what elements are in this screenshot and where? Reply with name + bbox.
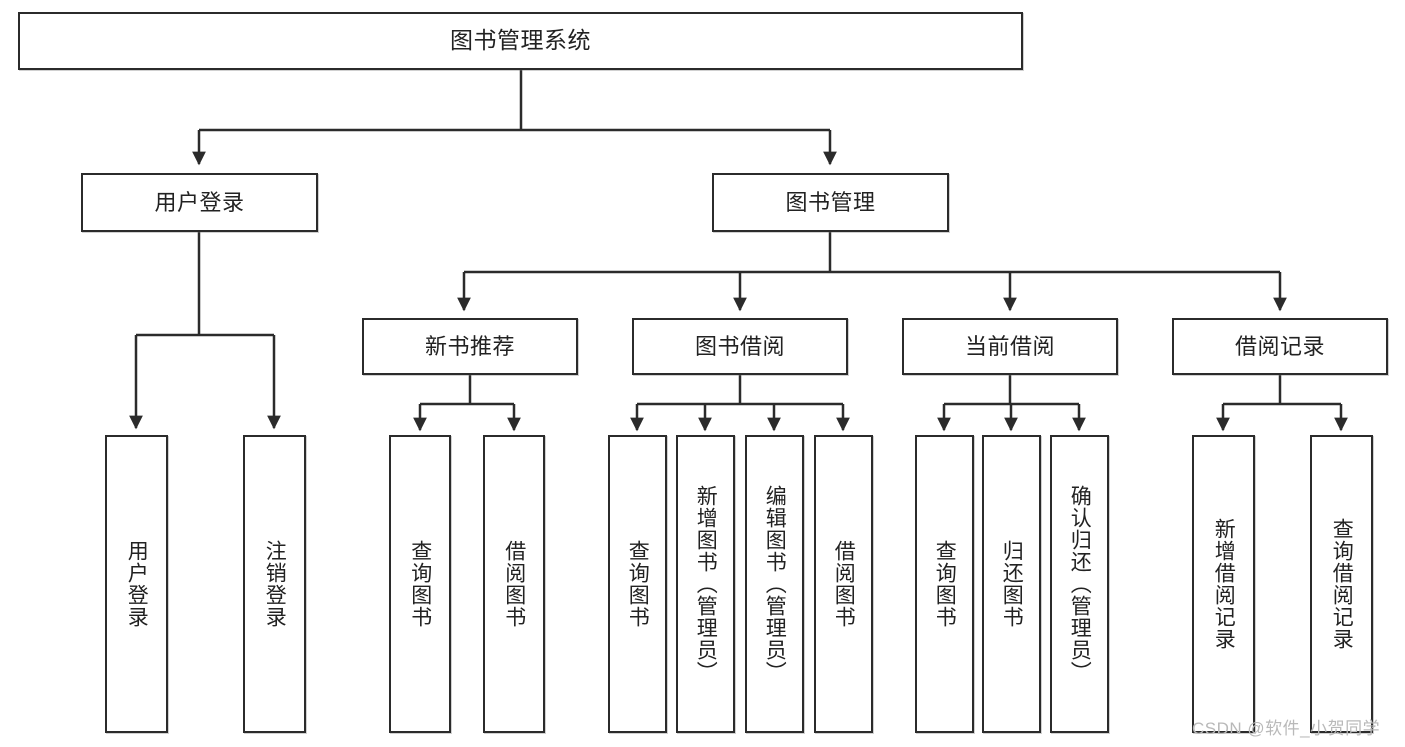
leaf-current-confirm-return[interactable]: 确认归还（管理员） (1050, 435, 1109, 733)
node-borrow-record[interactable]: 借阅记录 (1172, 318, 1388, 375)
node-new-book-recommend-label: 新书推荐 (424, 333, 515, 359)
leaf-label: 编辑图书（管理员） (763, 485, 787, 683)
csdn-watermark: CSDN @软件_小贺同学 (1192, 719, 1381, 738)
leaf-label: 归还图书 (1000, 540, 1024, 628)
node-user-login-label: 用户登录 (154, 189, 245, 215)
leaf-label: 查询图书 (626, 540, 650, 628)
leaf-borrow-borrow-book[interactable]: 借阅图书 (814, 435, 873, 733)
leaf-label: 确认归还（管理员） (1068, 485, 1092, 683)
leaf-recommend-query-book[interactable]: 查询图书 (389, 435, 451, 733)
node-current-borrow-label: 当前借阅 (964, 333, 1055, 359)
node-root-label: 图书管理系统 (450, 27, 591, 54)
leaf-label: 查询图书 (933, 540, 957, 628)
node-borrow-record-label: 借阅记录 (1234, 333, 1325, 359)
leaf-record-query-record[interactable]: 查询借阅记录 (1310, 435, 1373, 733)
node-new-book-recommend[interactable]: 新书推荐 (362, 318, 578, 375)
leaf-current-query-book[interactable]: 查询图书 (915, 435, 974, 733)
node-root[interactable]: 图书管理系统 (18, 12, 1023, 70)
leaf-label: 查询图书 (408, 540, 432, 628)
leaf-recommend-borrow-book[interactable]: 借阅图书 (483, 435, 545, 733)
leaf-label: 借阅图书 (502, 540, 526, 628)
leaf-user-login-login[interactable]: 用户登录 (105, 435, 168, 733)
node-user-login[interactable]: 用户登录 (81, 173, 318, 232)
leaf-label: 新增借阅记录 (1212, 518, 1236, 650)
leaf-user-login-logout[interactable]: 注销登录 (243, 435, 306, 733)
node-book-borrow[interactable]: 图书借阅 (632, 318, 848, 375)
leaf-borrow-add-book[interactable]: 新增图书（管理员） (676, 435, 735, 733)
node-book-management[interactable]: 图书管理 (712, 173, 949, 232)
leaf-borrow-edit-book[interactable]: 编辑图书（管理员） (745, 435, 804, 733)
leaf-record-add-record[interactable]: 新增借阅记录 (1192, 435, 1255, 733)
leaf-label: 借阅图书 (832, 540, 856, 628)
leaf-label: 查询借阅记录 (1330, 518, 1354, 650)
node-book-management-label: 图书管理 (785, 189, 876, 215)
node-book-borrow-label: 图书借阅 (694, 333, 785, 359)
leaf-borrow-query-book[interactable]: 查询图书 (608, 435, 667, 733)
node-current-borrow[interactable]: 当前借阅 (902, 318, 1118, 375)
leaf-label: 新增图书（管理员） (694, 485, 718, 683)
leaf-current-return-book[interactable]: 归还图书 (982, 435, 1041, 733)
leaf-label: 注销登录 (263, 540, 287, 628)
leaf-label: 用户登录 (125, 540, 149, 628)
